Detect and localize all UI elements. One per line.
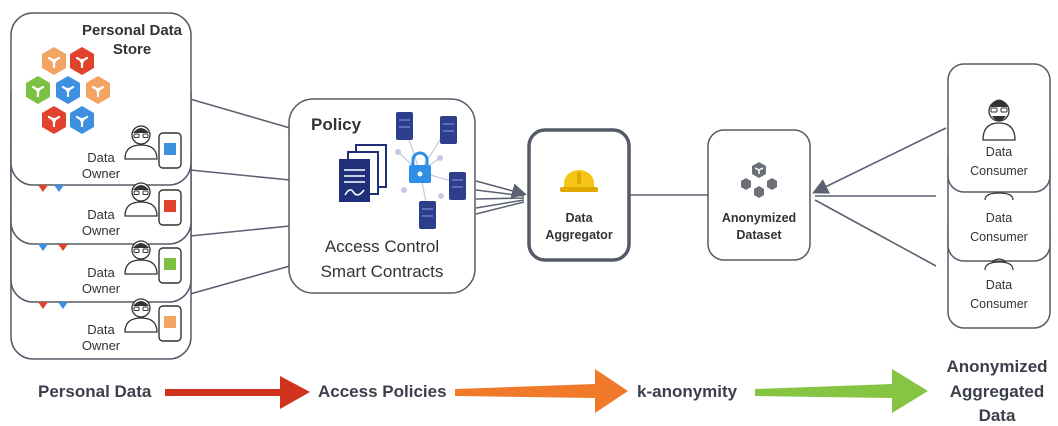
flow-arrow-3 [755,369,928,413]
flow-step-k-anonymity: k-anonymity [637,382,738,401]
server-icon-3 [449,172,466,200]
phone-icon-1 [158,132,182,169]
policy-subtitle-line2: Smart Contracts [320,262,444,281]
phone-icon-4 [158,305,182,342]
dataset-hex-icon [741,162,777,198]
flow-step-personal-data: Personal Data [38,382,152,401]
policy-subtitle-line1: Access Control [324,237,440,256]
owner-label-4: Data Owner [81,322,121,354]
consumer-label-1-line2: Consumer [970,164,1028,178]
consumer-label-3-line1: Data [985,278,1013,292]
consumer-person-remnant-2 [984,192,1014,201]
hex-remnants [38,185,68,309]
policy-aggregator-arrows [475,180,527,215]
hard-hat-icon [560,170,598,192]
personal-data-store-title: Personal Data Store [81,22,183,58]
flow-final-line2: Aggregated [949,382,1045,401]
document-stack-icon [339,144,387,202]
consumer-label-3-line2: Consumer [970,297,1028,311]
owner-policy-connectors [189,98,291,295]
aggregator-label-line2: Aggregator [545,228,613,242]
phone-icon-3 [158,247,182,284]
owner-label-3: Data Owner [81,265,121,297]
phone-icon-2 [158,189,182,226]
consumer-label-1-line1: Data [985,145,1013,159]
flow-arrow-1 [165,376,310,409]
policy-title: Policy [311,115,362,134]
owner-label-1: Data Owner [81,150,121,182]
flow-final-line3: Data [978,406,1016,425]
owner-label-2: Data Owner [81,207,121,239]
consumer-person-icon-1 [982,99,1016,141]
flow-step-access-policies: Access Policies [318,382,447,401]
policy-box [288,98,476,294]
aggregator-box [527,128,631,262]
consumer-label-2-line2: Consumer [970,230,1028,244]
flow-arrow-2 [455,369,628,413]
consumer-dataset-arrows [812,127,947,267]
consumer-label-2-line1: Data [985,211,1013,225]
server-icon-4 [419,201,436,229]
server-icon-1 [396,112,413,140]
dataset-label-line2: Dataset [736,228,782,242]
aggregator-label-line1: Data [565,211,593,225]
consumer-person-remnant-3 [984,258,1014,271]
dataset-label-line1: Anonymized [721,211,797,225]
flow-final-line1: Anonymized [946,357,1048,376]
server-icon-2 [440,116,457,144]
